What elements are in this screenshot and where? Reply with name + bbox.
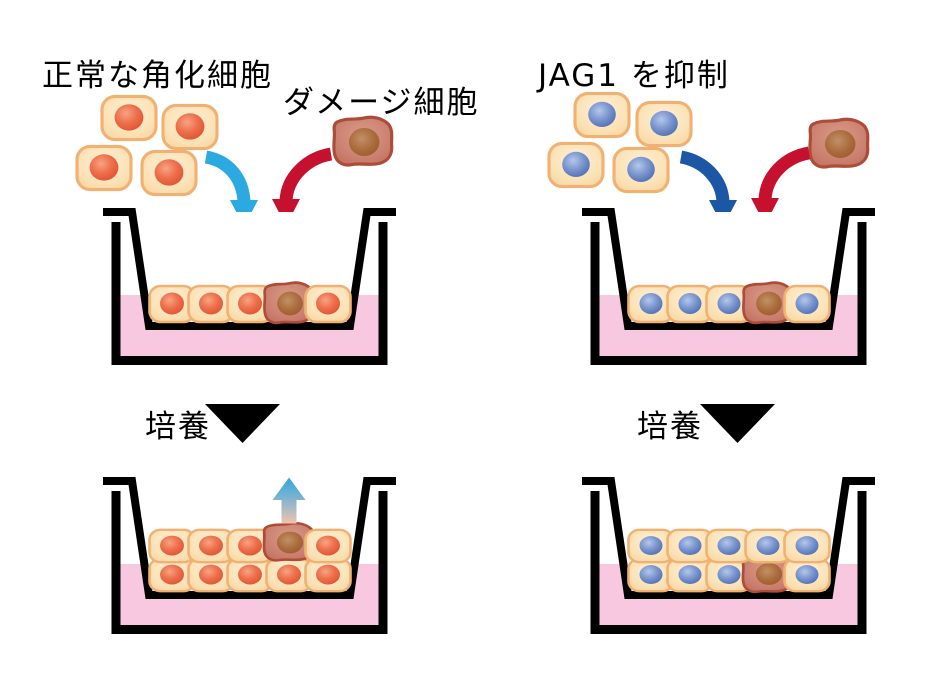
damaged-cell-arrow-right: [751, 146, 811, 225]
floating-normal-cells-left: [75, 94, 219, 197]
culture-step-arrow-left: [205, 404, 280, 443]
floating-normal-cells-right: [547, 91, 693, 194]
normal-cell-orange: [304, 284, 352, 324]
left-panel-title: 正常な角化細胞: [42, 58, 273, 94]
damaged-cell-floating: [808, 117, 870, 169]
cultured-top-row-left: [148, 521, 352, 564]
normal-cell-orange: [75, 144, 133, 192]
culture-label-right: 培養: [637, 409, 703, 445]
extrusion-arrow: [272, 477, 306, 524]
normal-cell-orange: [304, 528, 352, 564]
damaged-cell-floating: [332, 115, 394, 167]
normal-cell-blue: [612, 146, 670, 194]
culture-step-arrow-right: [700, 404, 775, 443]
damaged-cell-label: ダメージ細胞: [283, 85, 479, 121]
cultured-bottom-row-left: [148, 557, 352, 593]
normal-cell-blue: [783, 528, 831, 564]
seeded-row-right: [627, 281, 831, 325]
normal-cell-blue: [547, 141, 605, 189]
right-panel-title: JAG1 を抑制: [536, 58, 730, 94]
normal-cell-blue: [573, 91, 631, 139]
normal-cell-blue: [635, 100, 693, 148]
culture-label-left: 培養: [145, 409, 211, 445]
right-panel: JAG1 を抑制 培養: [536, 58, 875, 630]
normal-cell-orange: [140, 149, 198, 197]
normal-cell-orange: [100, 94, 158, 142]
normal-cell-blue: [783, 557, 831, 593]
seeded-row-left: [148, 281, 352, 325]
normal-cell-orange: [304, 557, 352, 593]
normal-cell-orange: [161, 103, 219, 151]
normal-cell-blue: [783, 284, 831, 324]
left-panel: 正常な角化細胞 ダメージ細胞 培養: [42, 58, 479, 630]
cultured-top-row-right: [627, 528, 831, 564]
